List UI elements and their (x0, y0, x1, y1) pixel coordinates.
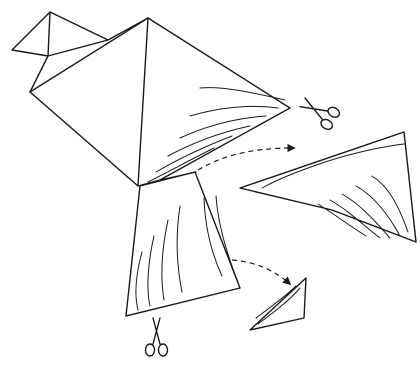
wing-piece-cut (240, 132, 416, 242)
bird-tail (126, 172, 240, 316)
bird-head (12, 12, 108, 56)
bird-body (30, 18, 290, 186)
scissors-icon-lower (146, 318, 168, 356)
arrow-to-tail-piece (232, 260, 290, 284)
tail-piece-cut (250, 278, 306, 330)
bird-wing-feathers (148, 88, 285, 182)
scissors-icon-upper (297, 92, 341, 131)
